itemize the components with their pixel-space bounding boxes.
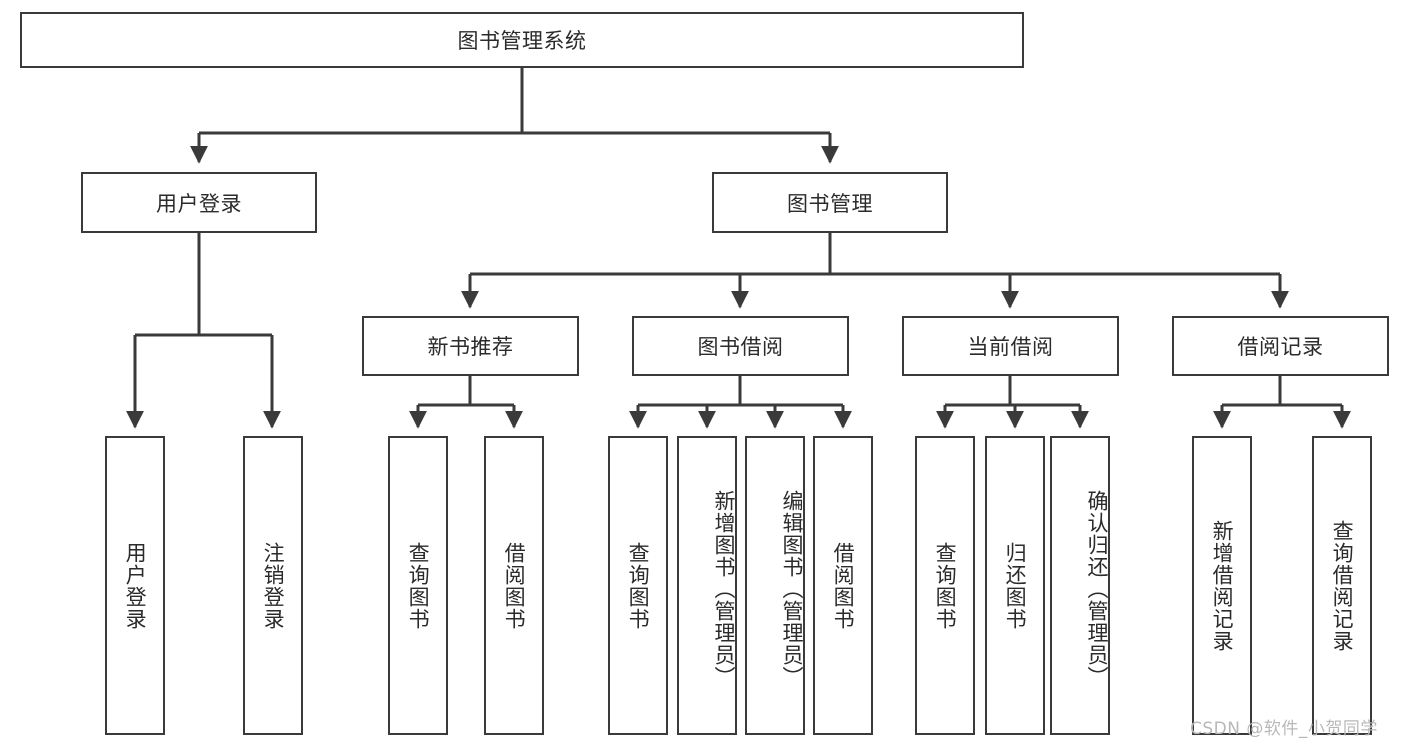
node-leaf-confirm-return-admin[interactable]: 确认归还（管理员） <box>1050 436 1110 735</box>
node-leaf-query-borrow-record[interactable]: 查询借阅记录 <box>1312 436 1372 735</box>
node-leaf-add-book-admin[interactable]: 新增图书（管理员） <box>677 436 737 735</box>
node-leaf-add-borrow-record[interactable]: 新增借阅记录 <box>1192 436 1252 735</box>
node-borrowing-record[interactable]: 借阅记录 <box>1172 316 1389 376</box>
node-current-borrowing[interactable]: 当前借阅 <box>902 316 1119 376</box>
node-book-borrowing[interactable]: 图书借阅 <box>632 316 849 376</box>
node-user-login[interactable]: 用户登录 <box>81 172 317 233</box>
node-leaf-edit-book-admin[interactable]: 编辑图书（管理员） <box>745 436 805 735</box>
node-new-book-recommendation[interactable]: 新书推荐 <box>362 316 579 376</box>
node-leaf-return-book[interactable]: 归还图书 <box>985 436 1045 735</box>
node-leaf-query-book-current[interactable]: 查询图书 <box>915 436 975 735</box>
csdn-watermark: CSDN @软件_小贺同学 <box>1190 719 1378 739</box>
node-leaf-user-login[interactable]: 用户登录 <box>105 436 165 735</box>
node-root-book-management-system[interactable]: 图书管理系统 <box>20 12 1024 68</box>
node-leaf-borrow-book-borrowing[interactable]: 借阅图书 <box>813 436 873 735</box>
node-leaf-borrow-book-recommend[interactable]: 借阅图书 <box>484 436 544 735</box>
node-leaf-query-book-recommend[interactable]: 查询图书 <box>388 436 448 735</box>
node-leaf-logout[interactable]: 注销登录 <box>243 436 303 735</box>
node-leaf-query-book-borrowing[interactable]: 查询图书 <box>608 436 668 735</box>
node-book-management[interactable]: 图书管理 <box>712 172 948 233</box>
